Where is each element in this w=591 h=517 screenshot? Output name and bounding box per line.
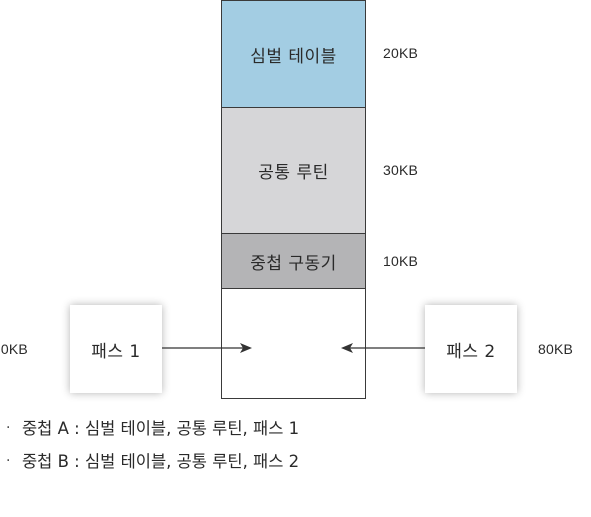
overlay-driver-label: 중첩 구동기 [250,253,337,274]
overlay-area-segment [222,289,365,398]
symbol-table-size: 20KB [383,45,419,61]
bullet-marker: · [6,420,11,436]
pass1-box: 패스 1 [70,305,162,393]
pass1-arrowhead [240,343,252,353]
overlay-b-text: 중첩 B : 심벌 테이블, 공통 루틴, 패스 2 [22,452,300,471]
symbol-table-label: 심벌 테이블 [250,46,337,67]
overlay-driver-size: 10KB [383,253,419,269]
overlay-a-text: 중첩 A : 심벌 테이블, 공통 루틴, 패스 1 [22,419,300,438]
pass2-box: 패스 2 [425,305,517,393]
pass2-label: 패스 2 [446,341,496,362]
pass2-size: 80KB [538,341,574,357]
overlay-list: · 중첩 A : 심벌 테이블, 공통 루틴, 패스 1 · 중첩 B : 심벌… [6,412,299,478]
common-routine-segment: 공통 루틴 [222,108,365,234]
pass2-arrowhead [341,343,353,353]
common-routine-label: 공통 루틴 [258,163,329,183]
bullet-marker: · [6,453,11,469]
overlay-a-item: · 중첩 A : 심벌 테이블, 공통 루틴, 패스 1 [6,412,299,445]
pass1-label: 패스 1 [91,341,141,362]
symbol-table-segment: 심벌 테이블 [222,1,365,108]
common-routine-size: 30KB [383,162,419,178]
overlay-driver-segment: 중첩 구동기 [222,234,365,289]
overlay-b-item: · 중첩 B : 심벌 테이블, 공통 루틴, 패스 2 [6,445,299,478]
memory-stack: 심벌 테이블 공통 루틴 중첩 구동기 [221,0,366,399]
pass1-size: '0KB [0,341,28,357]
